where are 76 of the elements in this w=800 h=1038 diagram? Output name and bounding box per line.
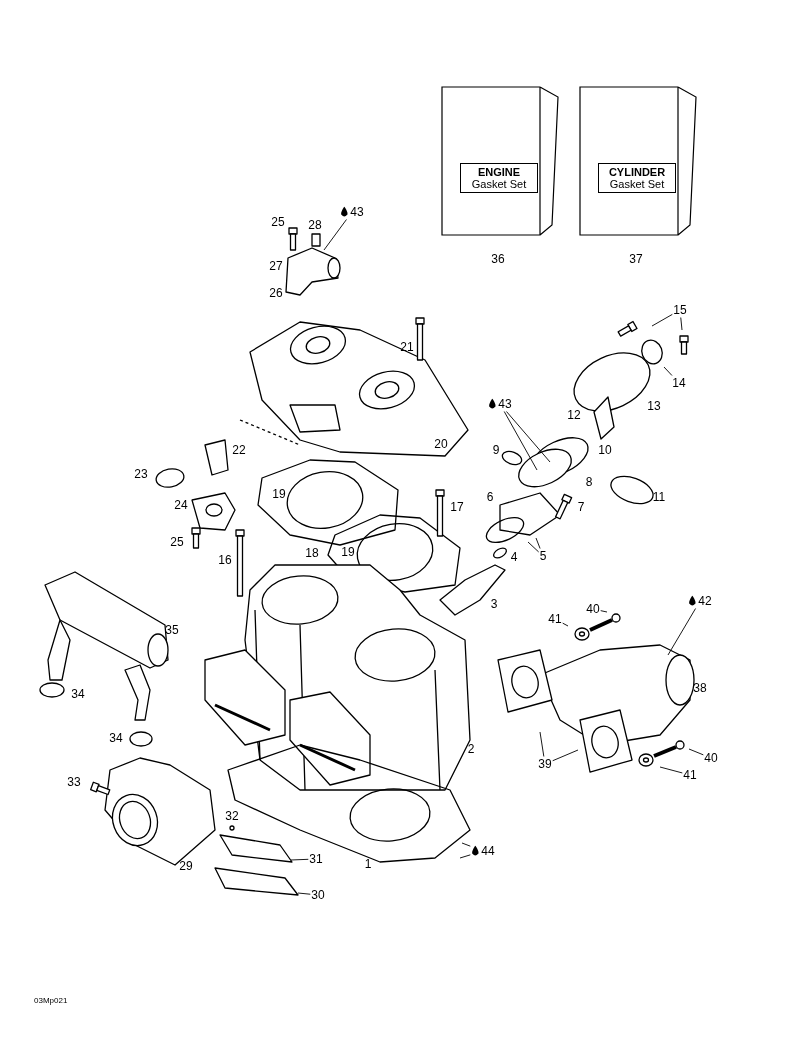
callout-number: 28 <box>308 218 322 232</box>
callout-number: 2 <box>467 742 475 756</box>
leader-line <box>663 366 673 376</box>
callout-number: 24 <box>174 498 188 512</box>
callout-number: 36 <box>491 252 505 266</box>
callout-number: 31 <box>309 852 323 866</box>
callout-number: 19 <box>341 545 355 559</box>
leader-line <box>667 608 696 656</box>
callout-number: 33 <box>67 775 81 789</box>
callout-number: 38 <box>693 681 707 695</box>
leader-line <box>600 610 608 613</box>
callout-number: 39 <box>538 757 552 771</box>
callout-number: 42 <box>698 594 712 608</box>
callout-number: 41 <box>548 612 562 626</box>
callout-number: 22 <box>232 443 246 457</box>
drawing-code: 03Mp021 <box>34 996 68 1005</box>
callout-number: 19 <box>272 487 286 501</box>
callout-number: 14 <box>672 376 686 390</box>
package-title: ENGINE <box>476 166 522 178</box>
callout-number: 1 <box>364 857 372 871</box>
callout-number: 9 <box>492 443 500 457</box>
leader-line <box>688 748 704 756</box>
callout-number: 25 <box>271 215 285 229</box>
leader-line <box>651 313 673 327</box>
callout-number: 43 <box>498 397 512 411</box>
leader-line <box>323 219 347 251</box>
leader-line <box>552 749 579 762</box>
callout-number: 26 <box>269 286 283 300</box>
callout-number: 35 <box>165 623 179 637</box>
leader-line <box>503 411 538 471</box>
leader-line <box>461 842 471 847</box>
callout-number: 8 <box>585 475 593 489</box>
callout-number: 25 <box>170 535 184 549</box>
leader-line <box>562 622 569 627</box>
callout-number: 15 <box>673 303 687 317</box>
callout-number: 21 <box>400 340 414 354</box>
callout-number: 18 <box>305 546 319 560</box>
callout-number: 7 <box>577 500 585 514</box>
callout-number: 17 <box>450 500 464 514</box>
gasket-set-package <box>440 85 560 237</box>
package-title: CYLINDER <box>607 166 667 178</box>
callout-number: 43 <box>350 205 364 219</box>
callout-number: 11 <box>652 490 666 504</box>
callout-number: 12 <box>567 408 581 422</box>
callout-number: 40 <box>586 602 600 616</box>
callout-number: 27 <box>269 259 283 273</box>
callout-number: 3 <box>490 597 498 611</box>
leader-line <box>290 858 309 861</box>
callout-number: 10 <box>598 443 612 457</box>
callout-number: 16 <box>218 553 232 567</box>
leader-line <box>506 411 551 463</box>
leader-line <box>659 766 683 774</box>
callout-number: 44 <box>481 844 495 858</box>
leader-line <box>680 317 683 331</box>
callout-number: 6 <box>486 490 494 504</box>
callout-number: 40 <box>704 751 718 765</box>
callout-number: 23 <box>134 467 148 481</box>
leader-line <box>527 541 540 553</box>
gasket-set-package <box>578 85 698 237</box>
callout-number: 20 <box>434 437 448 451</box>
callout-number: 5 <box>539 549 547 563</box>
callout-number: 13 <box>647 399 661 413</box>
callout-number: 29 <box>179 859 193 873</box>
callout-number: 30 <box>311 888 325 902</box>
callout-number: 32 <box>225 809 239 823</box>
callout-number: 41 <box>683 768 697 782</box>
callout-number: 34 <box>109 731 123 745</box>
callout-number: 34 <box>71 687 85 701</box>
leader-line <box>459 854 471 859</box>
callout-number: 4 <box>510 550 518 564</box>
leader-line <box>297 892 311 895</box>
package-subtitle: Gasket Set <box>608 178 666 190</box>
callout-number: 37 <box>629 252 643 266</box>
leader-line <box>539 731 545 757</box>
leader-line <box>535 537 541 549</box>
package-subtitle: Gasket Set <box>470 178 528 190</box>
